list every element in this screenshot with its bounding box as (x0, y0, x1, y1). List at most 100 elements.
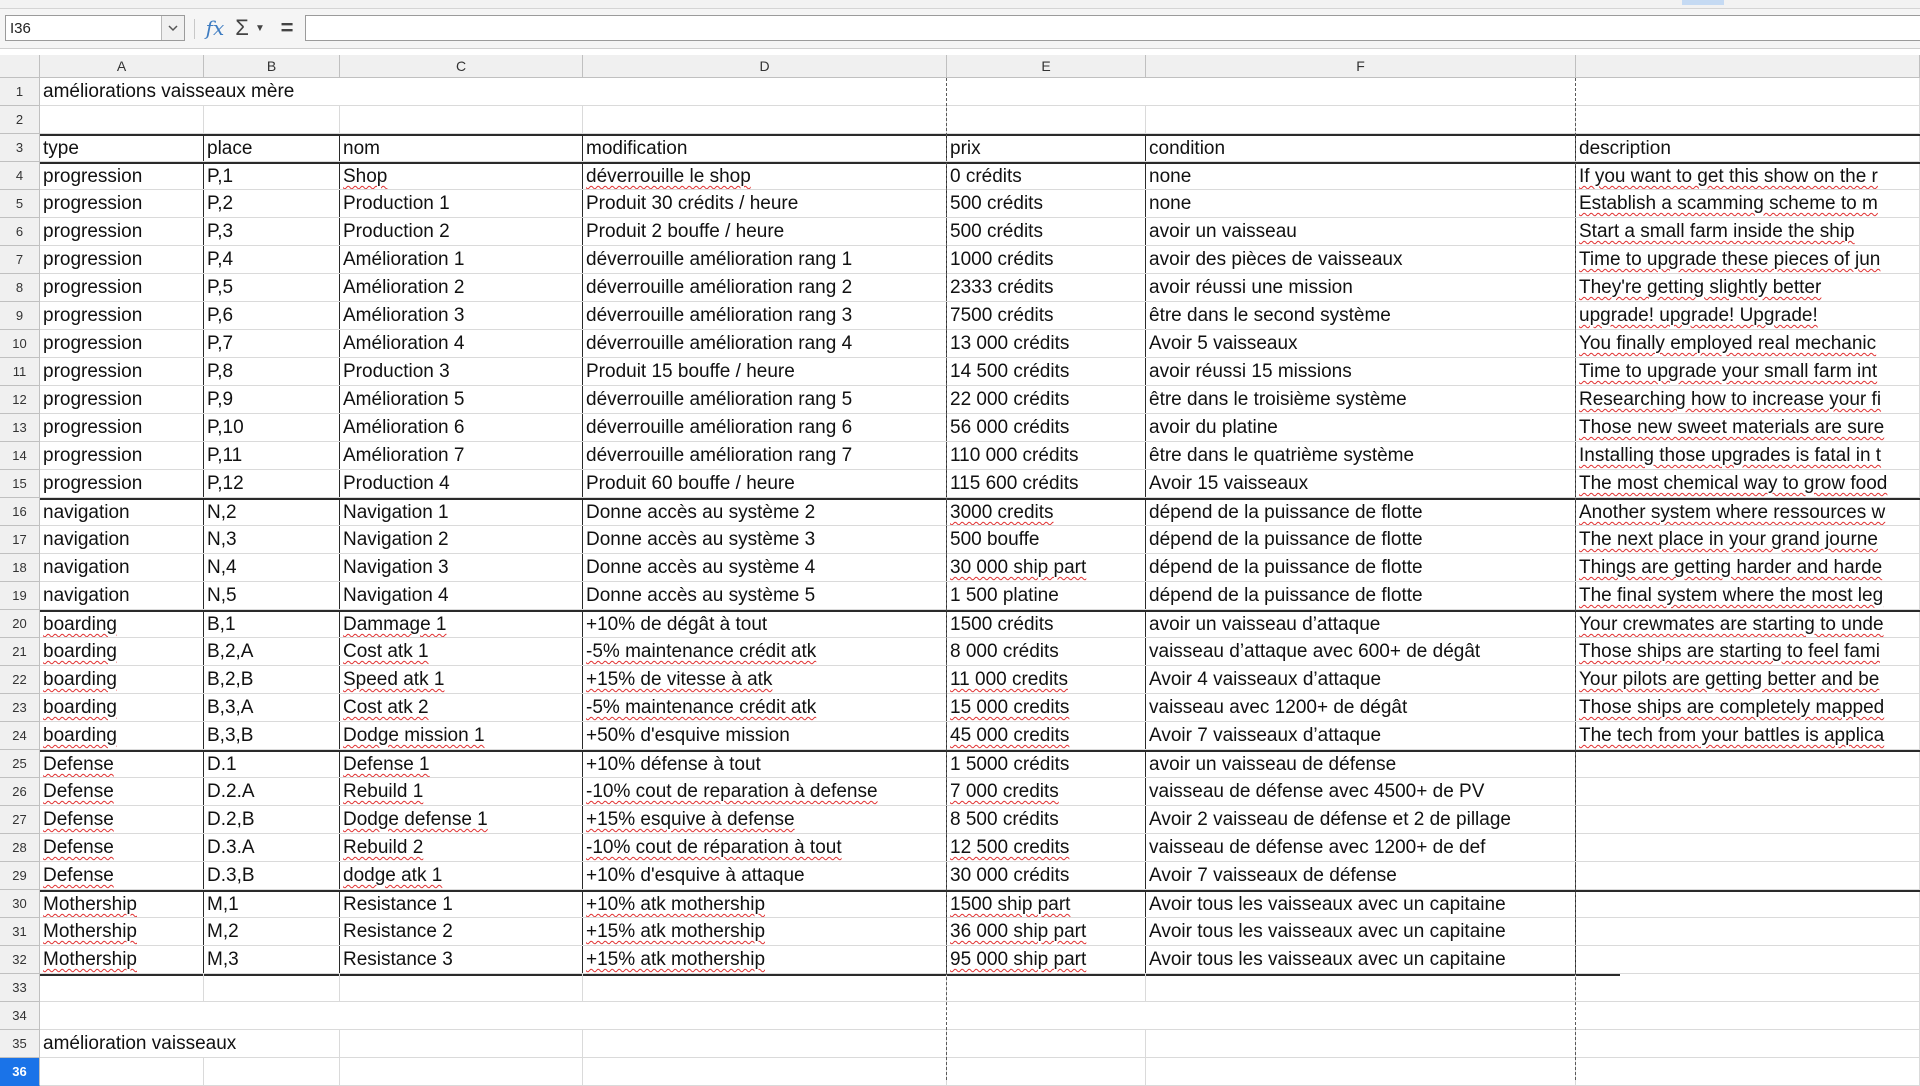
column-header-b[interactable]: B (204, 55, 340, 78)
cell-a11[interactable]: progression (40, 358, 204, 385)
cell-e17[interactable]: 500 bouffe (947, 526, 1146, 553)
cell-g5[interactable]: Establish a scamming scheme to m (1576, 190, 1920, 217)
cell-a20[interactable]: boarding (40, 612, 204, 637)
cell-a8[interactable]: progression (40, 274, 204, 301)
cell-a15[interactable]: progression (40, 470, 204, 497)
cell-c4[interactable]: Shop (340, 164, 583, 189)
cell-g12[interactable]: Researching how to increase your fi (1576, 386, 1920, 413)
cell-e13[interactable]: 56 000 crédits (947, 414, 1146, 441)
cell-f20[interactable]: avoir un vaisseau d’attaque (1146, 612, 1576, 637)
row-header-32[interactable]: 32 (0, 946, 40, 974)
cell-d12[interactable]: déverrouille amélioration rang 5 (583, 386, 947, 413)
cell-c13[interactable]: Amélioration 6 (340, 414, 583, 441)
cell-e4[interactable]: 0 crédits (947, 164, 1146, 189)
cell-e9[interactable]: 7500 crédits (947, 302, 1146, 329)
row-header-19[interactable]: 19 (0, 582, 40, 610)
cell-b12[interactable]: P,9 (204, 386, 340, 413)
cell-c10[interactable]: Amélioration 4 (340, 330, 583, 357)
column-header-c[interactable]: C (340, 55, 583, 78)
cell-b27[interactable]: D.2,B (204, 806, 340, 833)
cell-c34[interactable] (340, 1002, 583, 1029)
cell-e12[interactable]: 22 000 crédits (947, 386, 1146, 413)
cell-c3[interactable]: nom (340, 136, 583, 161)
cell-g10[interactable]: You finally employed real mechanic (1576, 330, 1920, 357)
cell-e10[interactable]: 13 000 crédits (947, 330, 1146, 357)
cell-e3[interactable]: prix (947, 136, 1146, 161)
cell-g3[interactable]: description (1576, 136, 1920, 161)
cell-g27[interactable] (1576, 806, 1920, 833)
cell-b6[interactable]: P,3 (204, 218, 340, 245)
row-header-14[interactable]: 14 (0, 442, 40, 470)
cell-a25[interactable]: Defense (40, 752, 204, 777)
formula-equals-icon[interactable]: = (280, 15, 294, 40)
cell-f35[interactable] (1146, 1030, 1576, 1057)
cell-d32[interactable]: +15% atk mothership (583, 946, 947, 973)
cell-g22[interactable]: Your pilots are getting better and be (1576, 666, 1920, 693)
row-header-7[interactable]: 7 (0, 246, 40, 274)
cell-b8[interactable]: P,5 (204, 274, 340, 301)
cell-e5[interactable]: 500 crédits (947, 190, 1146, 217)
row-header-6[interactable]: 6 (0, 218, 40, 246)
cell-f17[interactable]: dépend de la puissance de flotte (1146, 526, 1576, 553)
row-header-3[interactable]: 3 (0, 134, 40, 162)
cell-g18[interactable]: Things are getting harder and harde (1576, 554, 1920, 581)
column-header-a[interactable]: A (40, 55, 204, 78)
cell-c16[interactable]: Navigation 1 (340, 500, 583, 525)
cell-a13[interactable]: progression (40, 414, 204, 441)
cell-e1[interactable] (947, 78, 1146, 105)
cell-d15[interactable]: Produit 60 bouffe / heure (583, 470, 947, 497)
cell-d26[interactable]: -10% cout de reparation à defense (583, 778, 947, 805)
cell-g29[interactable] (1576, 862, 1920, 889)
cell-a30[interactable]: Mothership (40, 892, 204, 917)
cell-c7[interactable]: Amélioration 1 (340, 246, 583, 273)
cell-b36[interactable] (204, 1058, 340, 1085)
cell-d6[interactable]: Produit 2 bouffe / heure (583, 218, 947, 245)
row-header-22[interactable]: 22 (0, 666, 40, 694)
cell-d27[interactable]: +15% esquive à defense (583, 806, 947, 833)
cell-e11[interactable]: 14 500 crédits (947, 358, 1146, 385)
cell-c5[interactable]: Production 1 (340, 190, 583, 217)
row-header-4[interactable]: 4 (0, 162, 40, 190)
cell-c9[interactable]: Amélioration 3 (340, 302, 583, 329)
cell-c1[interactable] (340, 78, 583, 105)
cell-d33[interactable] (583, 974, 947, 1001)
cell-e28[interactable]: 12 500 credits (947, 834, 1146, 861)
cell-f25[interactable]: avoir un vaisseau de défense (1146, 752, 1576, 777)
cell-e32[interactable]: 95 000 ship part (947, 946, 1146, 973)
row-header-26[interactable]: 26 (0, 778, 40, 806)
cell-f28[interactable]: vaisseau de défense avec 1200+ de def (1146, 834, 1576, 861)
cell-b9[interactable]: P,6 (204, 302, 340, 329)
cell-b25[interactable]: D.1 (204, 752, 340, 777)
cell-a2[interactable] (40, 106, 204, 133)
row-header-2[interactable]: 2 (0, 106, 40, 134)
cell-c11[interactable]: Production 3 (340, 358, 583, 385)
cell-b22[interactable]: B,2,B (204, 666, 340, 693)
cell-a6[interactable]: progression (40, 218, 204, 245)
cell-c15[interactable]: Production 4 (340, 470, 583, 497)
cell-c21[interactable]: Cost atk 1 (340, 638, 583, 665)
cell-a27[interactable]: Defense (40, 806, 204, 833)
cell-e35[interactable] (947, 1030, 1146, 1057)
cell-b3[interactable]: place (204, 136, 340, 161)
cell-d35[interactable] (583, 1030, 947, 1057)
cell-c24[interactable]: Dodge mission 1 (340, 722, 583, 749)
cell-g11[interactable]: Time to upgrade your small farm int (1576, 358, 1920, 385)
cell-f11[interactable]: avoir réussi 15 missions (1146, 358, 1576, 385)
cell-c30[interactable]: Resistance 1 (340, 892, 583, 917)
cell-f30[interactable]: Avoir tous les vaisseaux avec un capitai… (1146, 892, 1576, 917)
cell-e29[interactable]: 30 000 crédits (947, 862, 1146, 889)
cell-e7[interactable]: 1000 crédits (947, 246, 1146, 273)
cell-f7[interactable]: avoir des pièces de vaisseaux (1146, 246, 1576, 273)
row-header-15[interactable]: 15 (0, 470, 40, 498)
cell-b28[interactable]: D.3.A (204, 834, 340, 861)
cell-d23[interactable]: -5% maintenance crédit atk (583, 694, 947, 721)
cell-f15[interactable]: Avoir 15 vaisseaux (1146, 470, 1576, 497)
cell-c31[interactable]: Resistance 2 (340, 918, 583, 945)
select-all-corner[interactable] (0, 55, 40, 78)
cell-f19[interactable]: dépend de la puissance de flotte (1146, 582, 1576, 609)
column-header-g[interactable] (1576, 55, 1920, 78)
cell-e30[interactable]: 1500 ship part (947, 892, 1146, 917)
cell-b16[interactable]: N,2 (204, 500, 340, 525)
cell-d20[interactable]: +10% de dégât à tout (583, 612, 947, 637)
function-wizard-icon[interactable]: fx (205, 16, 225, 40)
